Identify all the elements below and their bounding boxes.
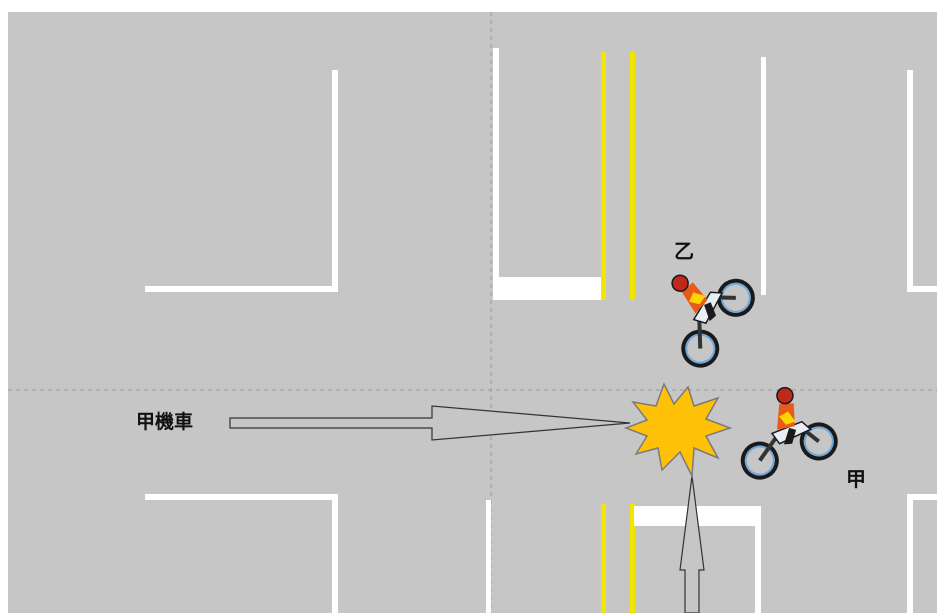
south-path-arrow: [679, 475, 705, 613]
motorcycle-icon: [671, 274, 755, 368]
south-road-right-edge: [755, 506, 761, 613]
curb-top-left: [145, 70, 338, 292]
vehicle-a-path-arrow: [229, 405, 631, 441]
vehicle-a-label: 甲: [846, 467, 866, 491]
south-yellow-line-1: [601, 504, 606, 613]
road-surface: [8, 12, 937, 613]
curb-bottom-right: [907, 494, 937, 613]
north-stop-line: [493, 277, 605, 300]
curb-bottom-left: [145, 494, 338, 613]
vehicle-b-label: 乙: [674, 239, 694, 263]
south-road-left-edge: [486, 500, 491, 613]
north-yellow-line-2: [630, 52, 635, 300]
curb-top-right: [907, 70, 937, 292]
vehicle-a-arrow-label: 甲機車: [136, 410, 193, 433]
north-yellow-line-1: [601, 52, 606, 300]
north-road-right-edge: [761, 57, 766, 295]
motorcycle-icon: [740, 386, 838, 480]
south-yellow-line-2: [630, 504, 635, 613]
collision-burst-icon: [623, 382, 733, 479]
north-road-edge-line: [493, 48, 499, 300]
